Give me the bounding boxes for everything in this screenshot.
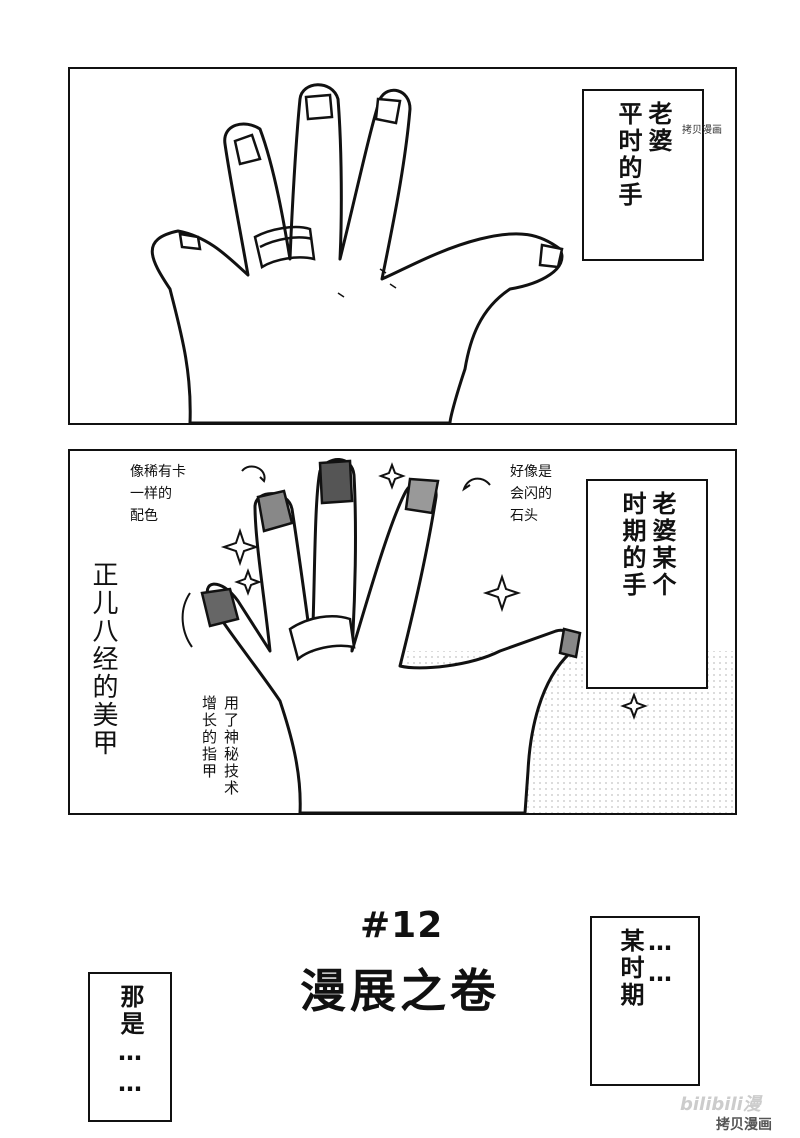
note-line: 美甲 <box>88 701 118 757</box>
note-line: 增长的指甲 <box>200 695 218 780</box>
caption-line: 时期的手 <box>618 491 646 599</box>
caption-line: …… <box>646 928 674 990</box>
caption-line: 平时的手 <box>614 101 642 209</box>
watermark: 拷贝漫画 <box>716 1117 772 1133</box>
panel-nail-art-hand: 时期的手 老婆某个 像稀有卡 一样的 配色 好像是 会闪的 石头 正儿八经的美甲… <box>68 449 737 815</box>
caption-line: 老婆某个 <box>648 491 676 599</box>
note-stone: 好像是 会闪的 石头 <box>510 461 552 527</box>
bilibili-logo: bilibili漫 <box>680 1094 761 1115</box>
note-line: 会闪的 <box>510 486 552 502</box>
caption-right: 某时期 …… <box>590 916 700 1086</box>
caption-left: 那是…… <box>88 972 172 1122</box>
note-nail-big: 正儿八经的美甲 <box>86 561 120 811</box>
caption-line: 那是…… <box>116 984 144 1100</box>
watermark: 拷贝漫画 <box>682 125 722 136</box>
note-line: 像稀有卡 <box>130 464 186 480</box>
note-line: 一样的 <box>130 486 172 502</box>
note-rarity: 像稀有卡 一样的 配色 <box>130 461 186 527</box>
note-line: 用了神秘技术 <box>222 695 240 797</box>
caption-box: 时期的手 老婆某个 <box>586 479 708 689</box>
note-line: 石头 <box>510 508 538 524</box>
note-line: 配色 <box>130 508 158 524</box>
note-line: 好像是 <box>510 464 552 480</box>
hand-illustration-plain <box>150 83 564 423</box>
caption-line: 老婆 <box>644 101 672 155</box>
caption-box: 平时的手 老婆 <box>582 89 704 261</box>
chapter-number: #12 <box>360 905 444 946</box>
caption-line: 某时期 <box>616 928 644 1009</box>
chapter-title: 漫展之卷 <box>300 964 500 1018</box>
note-tech: 用了神秘技术增长的指甲 <box>198 695 242 813</box>
note-line: 正儿八经的 <box>88 561 118 701</box>
panel-ordinary-hand: 平时的手 老婆 拷贝漫画 <box>68 67 737 425</box>
